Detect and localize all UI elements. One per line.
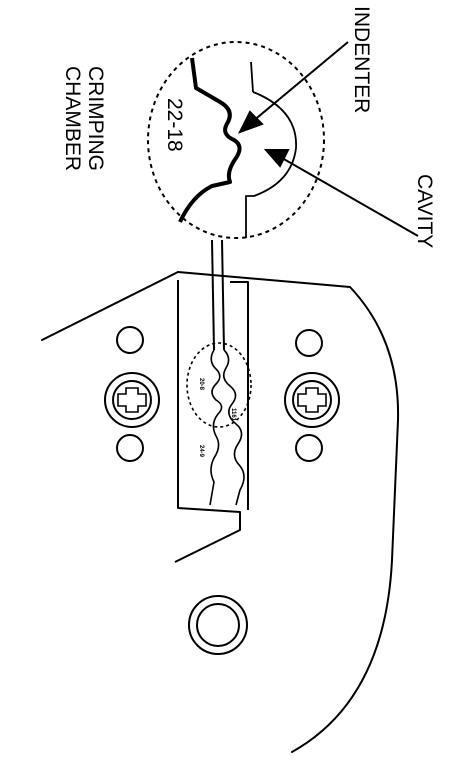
die-marking-2: 1161	[230, 408, 236, 422]
screw-head-inner	[292, 380, 332, 420]
tool-outline-top	[177, 271, 351, 288]
die-slot	[174, 239, 249, 563]
slot-neck	[211, 239, 215, 351]
indenter-profile	[178, 57, 242, 223]
screw-head-inner	[112, 380, 152, 420]
die-marking-1: 20-8	[198, 378, 204, 391]
screw	[284, 372, 340, 428]
pivot-ring-inner	[196, 603, 240, 647]
small-hole	[116, 434, 144, 462]
screw-head-outer	[284, 372, 340, 428]
indenter-profile-small	[209, 349, 223, 506]
pivot-ring-outer	[188, 595, 248, 655]
screw-drive-icon	[297, 387, 327, 413]
screw-head-outer	[104, 372, 160, 428]
small-hole	[116, 326, 144, 354]
callouts	[237, 41, 419, 237]
label-wire-range: 22-18	[163, 98, 186, 152]
slot-neck-right	[221, 239, 225, 351]
lower-die-outline	[230, 281, 249, 510]
label-chamber: CHAMBER	[61, 66, 84, 171]
fasteners	[104, 326, 340, 655]
tool-head	[41, 271, 400, 753]
cavity-profile	[245, 91, 297, 238]
small-hole	[295, 329, 323, 357]
small-hole	[295, 434, 323, 462]
cavity-profile-upper	[250, 61, 254, 93]
screw-drive-icon	[117, 387, 147, 413]
die-profiles	[186, 342, 252, 506]
cavity-arrowhead-icon	[263, 149, 290, 168]
indenter-arrowhead-icon	[237, 110, 264, 134]
cavity-arrow-line	[281, 157, 419, 237]
indenter-arrow-line	[251, 41, 349, 123]
upper-die-outline	[174, 280, 241, 563]
die-marking-3: 24-9	[198, 445, 204, 458]
label-indenter: INDENTER	[350, 6, 373, 113]
tool-outline-right	[291, 286, 400, 753]
label-cavity: CAVITY	[413, 174, 436, 248]
label-crimping: CRIMPING	[84, 66, 107, 171]
screw	[104, 372, 160, 428]
cavity-profile-small	[222, 349, 245, 506]
tool-outline-left	[41, 271, 179, 341]
small-chamber-circle	[186, 342, 252, 428]
magnifier-circle	[147, 41, 325, 239]
